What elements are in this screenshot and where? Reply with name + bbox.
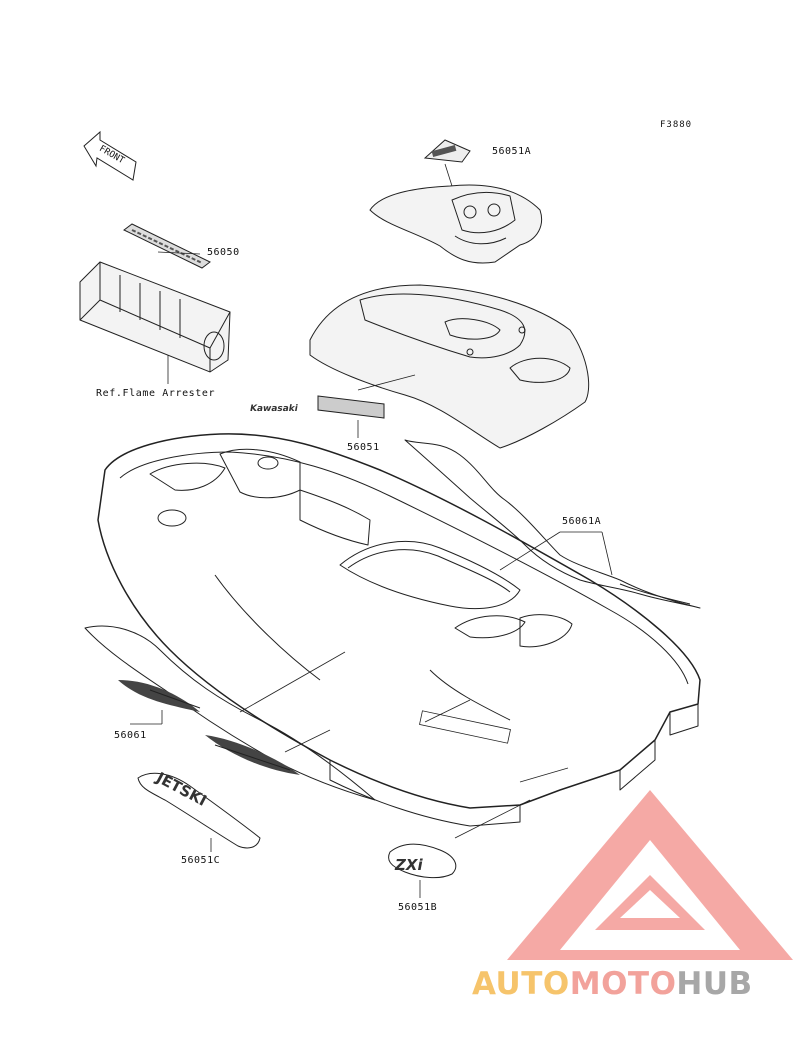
front-arrow-icon: FRONT <box>83 130 137 181</box>
decal-56051C[interactable]: JETSKI <box>137 768 261 849</box>
ref-label-flame-arrester: Ref.Flame Arrester <box>96 388 216 399</box>
decal-56061A[interactable] <box>404 439 701 609</box>
part-label-56051C[interactable]: 56051C <box>181 855 221 866</box>
part-label-56061[interactable]: 56061 <box>114 730 147 741</box>
watermark-part-moto: MOTO <box>569 966 677 1002</box>
watermark-part-auto: AUTO <box>472 966 570 1002</box>
figure-code: F3880 <box>660 120 693 130</box>
watermark-text: AUTOMOTOHUB <box>472 966 753 1002</box>
decal-56051A[interactable] <box>423 139 471 163</box>
part-label-56050[interactable]: 56050 <box>207 247 240 258</box>
decal-56051B[interactable]: ZXi <box>388 843 457 879</box>
hull-deck-part <box>97 433 701 827</box>
decal-56051[interactable]: Kawasaki <box>249 395 385 419</box>
flame-arrester-part <box>79 261 231 373</box>
part-label-56061A[interactable]: 56061A <box>562 516 602 527</box>
front-hood-part <box>309 284 590 449</box>
svg-text:Kawasaki: Kawasaki <box>249 404 299 414</box>
handle-cover-part <box>369 184 543 264</box>
part-label-56051B[interactable]: 56051B <box>398 902 438 913</box>
watermark-logo-icon <box>507 790 793 960</box>
part-label-56051A[interactable]: 56051A <box>492 146 532 157</box>
svg-text:ZXi: ZXi <box>394 856 423 874</box>
part-label-56051[interactable]: 56051 <box>347 442 380 453</box>
decal-56061[interactable] <box>84 625 376 801</box>
decal-56050[interactable] <box>123 223 211 269</box>
watermark-part-hub: HUB <box>676 966 753 1002</box>
svg-text:JETSKI: JETSKI <box>153 768 210 810</box>
